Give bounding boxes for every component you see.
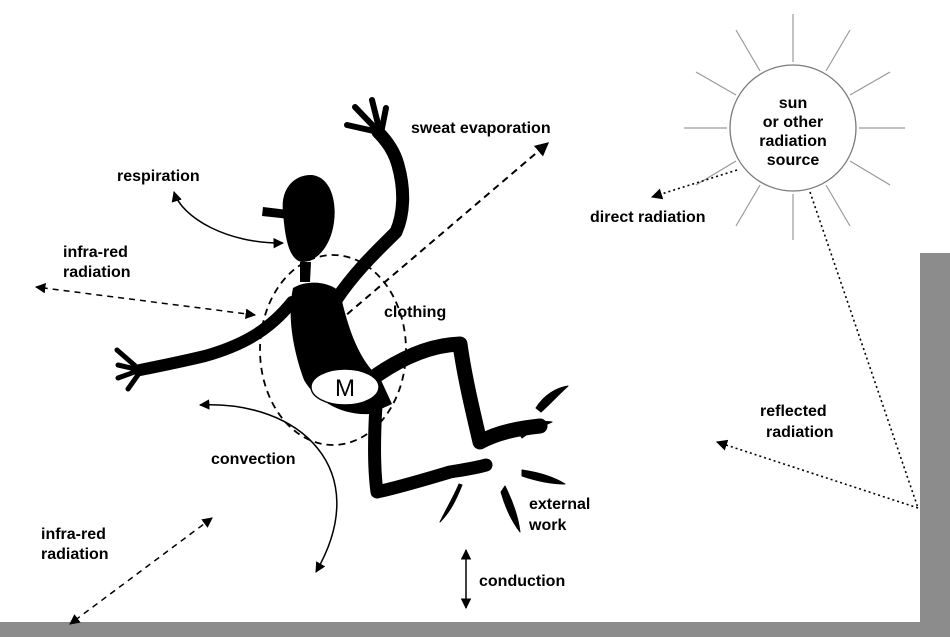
convection-label: convection xyxy=(211,451,295,468)
direct-radiation-label: direct radiation xyxy=(590,209,706,226)
sun-label-1: sun xyxy=(779,95,807,112)
reflected-radiation-label-1: reflected xyxy=(760,403,827,420)
convection-arrow xyxy=(200,405,337,572)
infra-red-top-label-1: infra-red xyxy=(63,244,128,261)
respiration-arrow xyxy=(174,192,283,243)
infra-red-top-arrow xyxy=(36,287,255,315)
reflected-radiation-arrow xyxy=(717,442,918,508)
sun-label-2: or other xyxy=(763,114,823,131)
infra-red-bottom-label-2: radiation xyxy=(41,546,109,563)
direct-radiation-arrow xyxy=(652,170,737,197)
external-work-label-2: work xyxy=(528,517,566,534)
sweat-evaporation-arrow xyxy=(338,143,548,322)
sweat-evaporation-label: sweat evaporation xyxy=(411,120,551,137)
respiration-label: respiration xyxy=(117,168,200,185)
human-figure-icon xyxy=(117,100,568,532)
infra-red-bottom-label-1: infra-red xyxy=(41,526,106,543)
reflected-radiation-label-2: radiation xyxy=(766,424,834,441)
external-work-label-1: external xyxy=(529,496,590,513)
clothing-label: clothing xyxy=(384,304,446,321)
sun-label-3: radiation xyxy=(759,133,827,150)
sun-label-4: source xyxy=(767,152,820,169)
conduction-label: conduction xyxy=(479,573,565,590)
metabolism-label: M xyxy=(335,375,355,402)
infra-red-top-label-2: radiation xyxy=(63,264,131,281)
incident-ray-line xyxy=(810,192,918,508)
